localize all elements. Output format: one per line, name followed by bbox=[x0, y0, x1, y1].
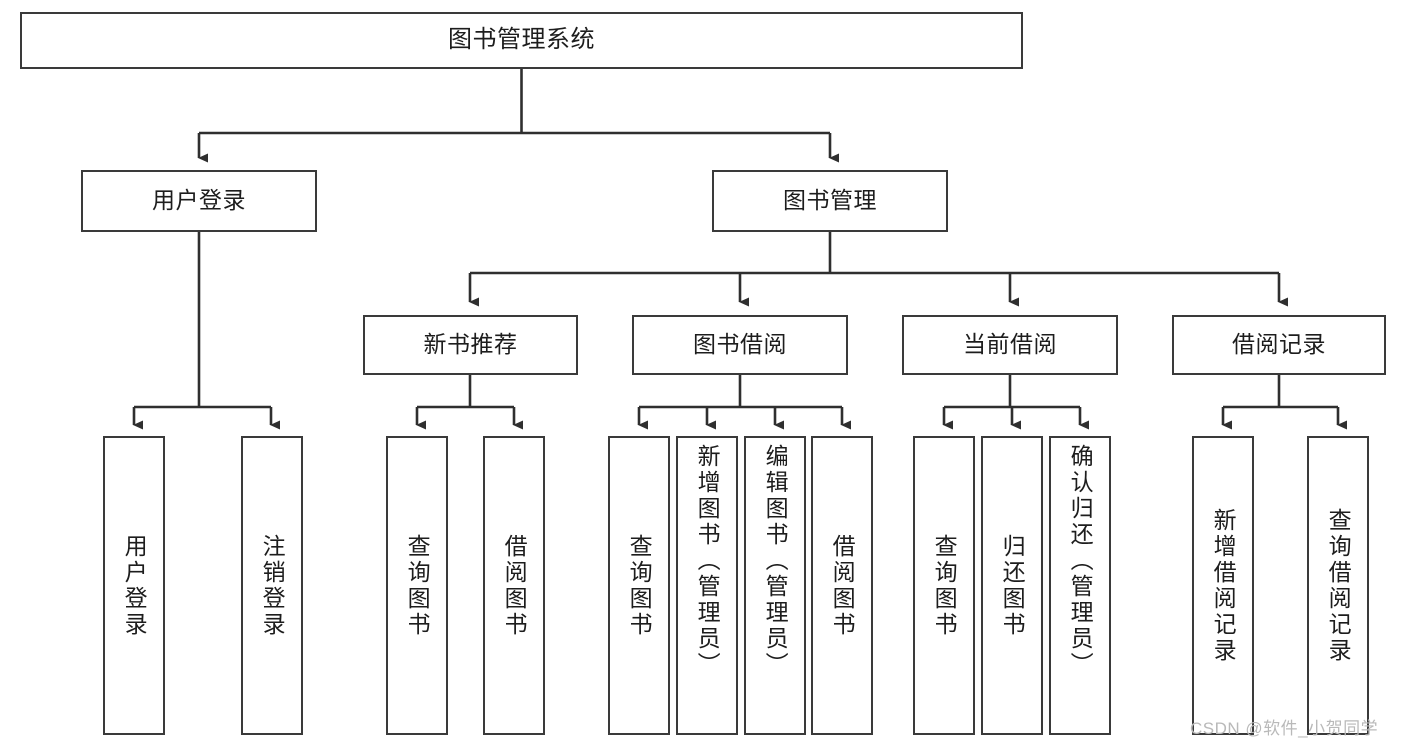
node-label: 确认归还（管理员） bbox=[1067, 444, 1094, 678]
node-label: 归还图书 bbox=[999, 533, 1026, 638]
leaf-return-book[interactable]: 归还图书 bbox=[981, 436, 1043, 735]
node-label: 新书推荐 bbox=[423, 331, 518, 358]
leaf-query-book-nb[interactable]: 查询图书 bbox=[386, 436, 448, 735]
leaf-confirm-return-admin[interactable]: 确认归还（管理员） bbox=[1049, 436, 1111, 735]
node-label: 图书借阅 bbox=[693, 331, 787, 358]
leaf-query-book-cb[interactable]: 查询图书 bbox=[913, 436, 975, 735]
node-label: 新增图书（管理员） bbox=[694, 444, 721, 678]
node-label: 图书管理系统 bbox=[448, 26, 595, 54]
node-label: 新增借阅记录 bbox=[1210, 507, 1237, 664]
leaf-query-book-bb[interactable]: 查询图书 bbox=[608, 436, 670, 735]
node-label: 借阅图书 bbox=[829, 533, 856, 638]
leaf-logout[interactable]: 注销登录 bbox=[241, 436, 303, 735]
node-borrow-records[interactable]: 借阅记录 bbox=[1172, 315, 1386, 375]
node-label: 借阅记录 bbox=[1232, 331, 1326, 358]
node-book-borrow[interactable]: 图书借阅 bbox=[632, 315, 848, 375]
node-current-borrow[interactable]: 当前借阅 bbox=[902, 315, 1118, 375]
node-label: 查询图书 bbox=[626, 533, 653, 638]
node-label: 借阅图书 bbox=[501, 533, 528, 638]
node-label: 查询图书 bbox=[404, 533, 431, 638]
leaf-add-book-admin[interactable]: 新增图书（管理员） bbox=[676, 436, 738, 735]
node-label: 查询借阅记录 bbox=[1325, 507, 1352, 664]
csdn-watermark: CSDN @软件_小贺同学 bbox=[1190, 719, 1379, 738]
leaf-query-borrow-record[interactable]: 查询借阅记录 bbox=[1307, 436, 1369, 735]
node-root-system[interactable]: 图书管理系统 bbox=[20, 12, 1023, 69]
node-user-login[interactable]: 用户登录 bbox=[81, 170, 317, 232]
leaf-edit-book-admin[interactable]: 编辑图书（管理员） bbox=[744, 436, 806, 735]
leaf-borrow-book-nb[interactable]: 借阅图书 bbox=[483, 436, 545, 735]
leaf-borrow-book-bb[interactable]: 借阅图书 bbox=[811, 436, 873, 735]
leaf-user-login[interactable]: 用户登录 bbox=[103, 436, 165, 735]
node-label: 查询图书 bbox=[931, 533, 958, 638]
node-book-management[interactable]: 图书管理 bbox=[712, 170, 948, 232]
node-label: 编辑图书（管理员） bbox=[762, 444, 789, 678]
node-label: 当前借阅 bbox=[963, 331, 1057, 358]
node-label: 图书管理 bbox=[783, 187, 877, 214]
node-new-book-recommend[interactable]: 新书推荐 bbox=[363, 315, 578, 375]
leaf-add-borrow-record[interactable]: 新增借阅记录 bbox=[1192, 436, 1254, 735]
node-label: 用户登录 bbox=[152, 187, 246, 214]
node-label: 用户登录 bbox=[121, 533, 148, 638]
node-label: 注销登录 bbox=[259, 533, 286, 638]
